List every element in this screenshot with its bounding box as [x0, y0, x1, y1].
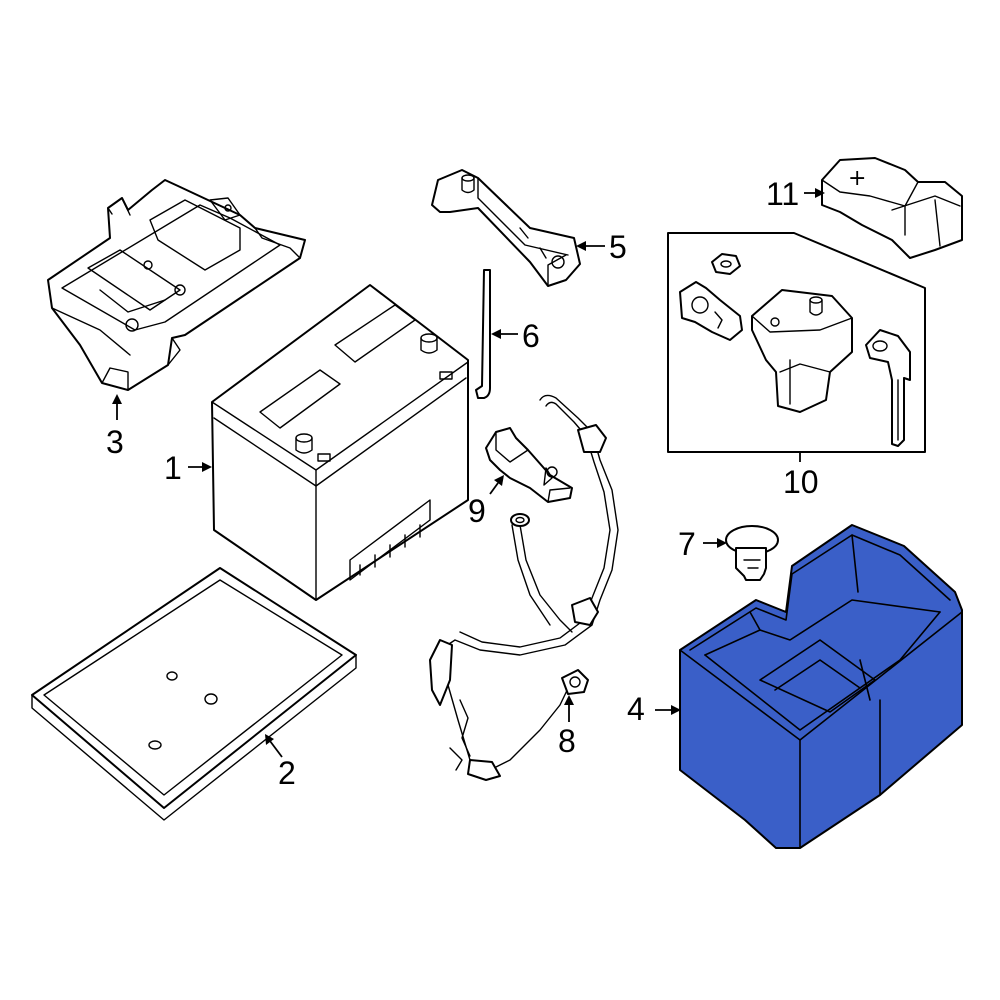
callout-labels: 1 2 3 4 5 6 7 8 9 10 11	[106, 176, 819, 791]
callout-5: 5	[609, 229, 627, 265]
part-9-negative-terminal[interactable]	[485, 427, 573, 503]
arrow-3-icon	[112, 394, 122, 404]
callout-7: 7	[678, 526, 696, 562]
leader-lines	[112, 188, 825, 758]
part-4-battery-box[interactable]	[679, 524, 963, 849]
arrow-7-icon	[717, 538, 727, 548]
arrow-11-icon	[815, 188, 825, 198]
part-8-battery-cable[interactable]	[429, 394, 619, 781]
arrow-5-icon	[576, 241, 586, 251]
callout-9: 9	[468, 493, 486, 529]
part-10-terminal-kit[interactable]	[667, 232, 926, 453]
part-2-tray-pad[interactable]	[31, 567, 357, 821]
callout-8: 8	[558, 723, 576, 759]
callout-11: 11	[766, 176, 799, 212]
arrow-6-icon	[491, 329, 501, 339]
callout-6: 6	[522, 318, 540, 354]
arrow-8-icon	[564, 695, 574, 705]
callout-1: 1	[164, 450, 182, 486]
part-11-terminal-cover[interactable]: +	[821, 157, 963, 259]
arrow-9-icon	[494, 475, 504, 486]
callout-10: 10	[783, 464, 819, 500]
arrow-4-icon	[671, 705, 681, 715]
plus-symbol: +	[848, 166, 866, 191]
callout-2: 2	[278, 755, 296, 791]
part-6-hold-down-rod[interactable]	[475, 269, 491, 399]
part-3-battery-tray-bracket[interactable]	[47, 179, 306, 391]
arrow-2-icon	[265, 734, 274, 745]
part-7-push-clip[interactable]	[725, 525, 779, 581]
callout-4: 4	[627, 691, 645, 727]
part-1-battery[interactable]	[211, 284, 469, 601]
part-5-hold-down-clamp[interactable]	[431, 169, 581, 287]
callout-3: 3	[106, 424, 124, 460]
arrow-1-icon	[202, 462, 212, 472]
